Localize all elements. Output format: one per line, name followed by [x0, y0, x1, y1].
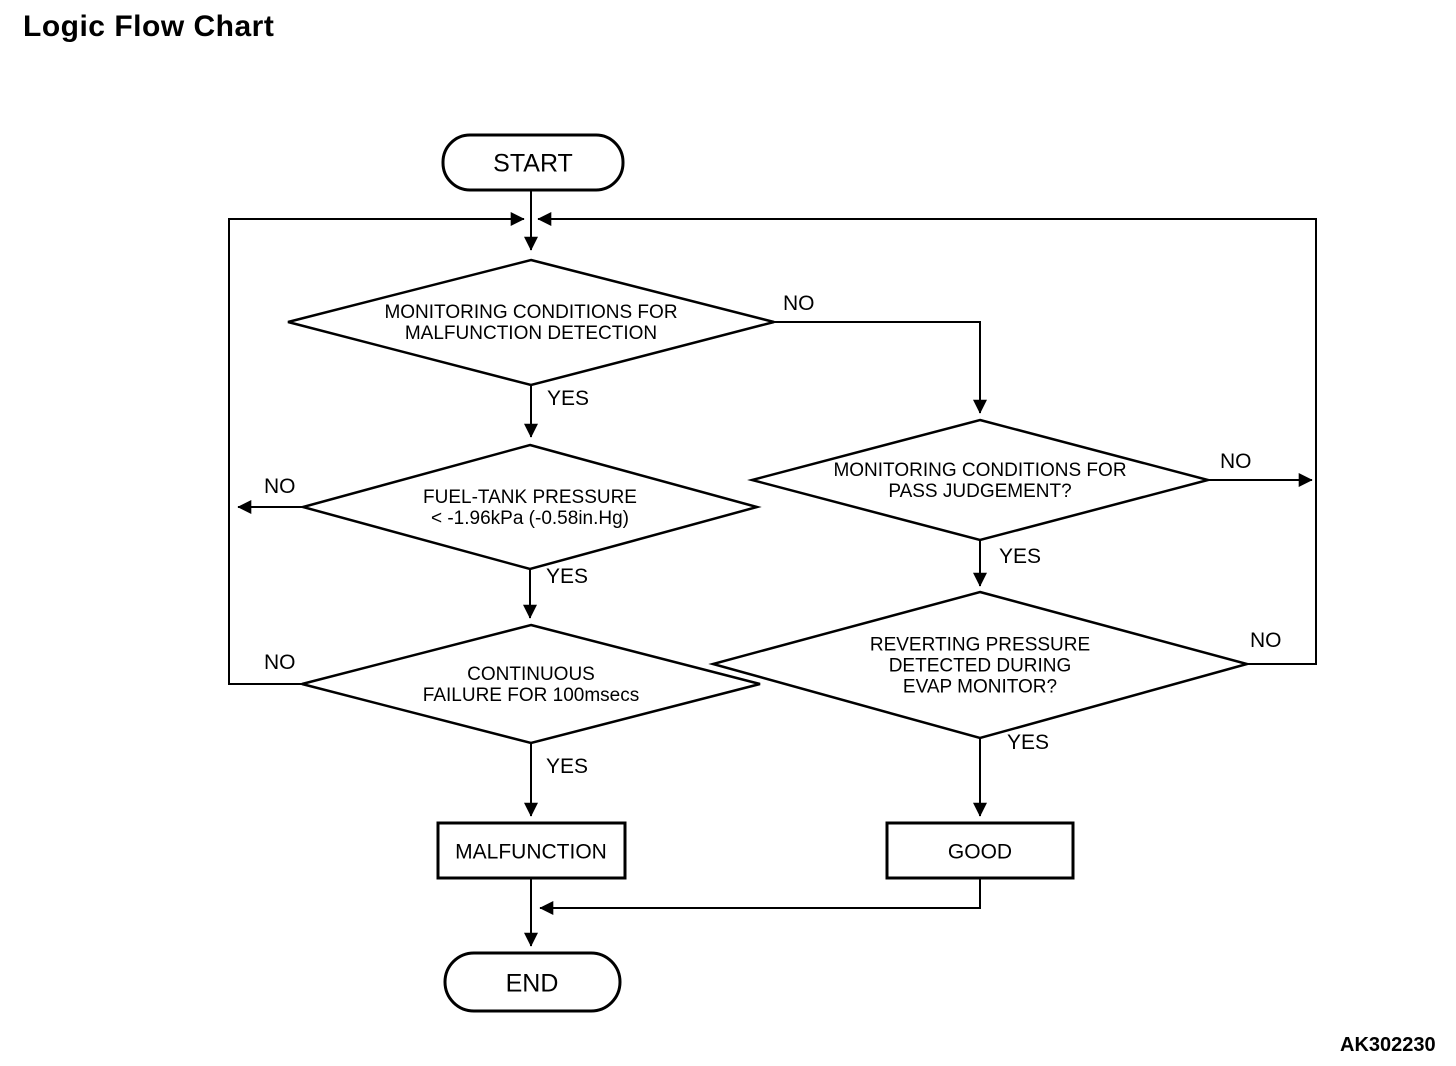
malfunction-node-shape [436, 821, 627, 880]
reverting-pressure-line-2: DETECTED DURING [888, 655, 1072, 677]
start-node-label: START [493, 149, 573, 178]
fuel-tank-pressure-node-label: FUEL-TANK PRESSURE < -1.96kPa (-0.58in.H… [423, 487, 637, 529]
monitoring-malfunction-diamond [287, 258, 775, 387]
end-node-label: END [505, 969, 559, 998]
continuous-failure-line-1: CONTINUOUS [467, 664, 595, 685]
edge-continuous-failure-no-loop [228, 212, 525, 685]
pass-judgement-yes-label: YES [999, 545, 1042, 568]
monitoring-malfunction-line-1: MONITORING CONDITIONS FOR [384, 302, 678, 323]
continuous-failure-node-label: CONTINUOUS FAILURE FOR 100msecs [423, 664, 639, 706]
continuous-failure-no-label: NO [264, 651, 296, 674]
start-node-shape [441, 133, 625, 192]
page-title: Logic Flow Chart [23, 10, 275, 43]
monitoring-malfunction-node-label: MONITORING CONDITIONS FOR MALFUNCTION DE… [384, 302, 677, 344]
edge-good-to-end [539, 878, 981, 915]
reverting-pressure-diamond [708, 590, 1252, 740]
pass-judgement-node-label: MONITORING CONDITIONS FOR PASS JUDGEMENT… [833, 460, 1126, 502]
pass-judgement-line-2: PASS JUDGEMENT? [888, 481, 1072, 502]
fuel-tank-pressure-no-label: NO [264, 475, 296, 498]
reverting-pressure-no-label: NO [1250, 629, 1282, 652]
continuous-failure-yes-label: YES [546, 755, 589, 778]
continuous-failure-diamond [301, 623, 761, 745]
fuel-tank-pressure-diamond [298, 443, 762, 571]
continuous-failure-line-2: FAILURE FOR 100msecs [422, 685, 640, 706]
monitoring-malfunction-no-label: NO [783, 292, 815, 315]
good-node-shape [885, 821, 1075, 880]
monitoring-malfunction-yes-label: YES [547, 387, 590, 410]
pass-judgement-line-1: MONITORING CONDITIONS FOR [833, 460, 1127, 481]
reverting-pressure-line-3: EVAP MONITOR? [902, 676, 1058, 698]
fuel-tank-pressure-yes-label: YES [546, 565, 589, 588]
reverting-pressure-line-1: REVERTING PRESSURE [869, 634, 1091, 656]
edge-monitoring-malfunction-no [774, 321, 987, 414]
figure-code: AK302230 [1340, 1034, 1436, 1056]
fuel-tank-pressure-line-1: FUEL-TANK PRESSURE [423, 487, 637, 508]
pass-judgement-no-label: NO [1220, 450, 1252, 473]
reverting-pressure-node-label: REVERTING PRESSURE DETECTED DURING EVAP … [870, 635, 1090, 698]
monitoring-malfunction-line-2: MALFUNCTION DETECTION [404, 323, 658, 344]
pass-judgement-diamond [747, 418, 1213, 542]
end-node-shape [443, 951, 622, 1013]
good-node-label: GOOD [947, 840, 1013, 864]
malfunction-node-label: MALFUNCTION [455, 840, 607, 864]
fuel-tank-pressure-line-2: < -1.96kPa (-0.58in.Hg) [430, 508, 629, 529]
edge-reverting-pressure-no-loop [537, 212, 1317, 665]
reverting-pressure-yes-label: YES [1007, 731, 1050, 754]
